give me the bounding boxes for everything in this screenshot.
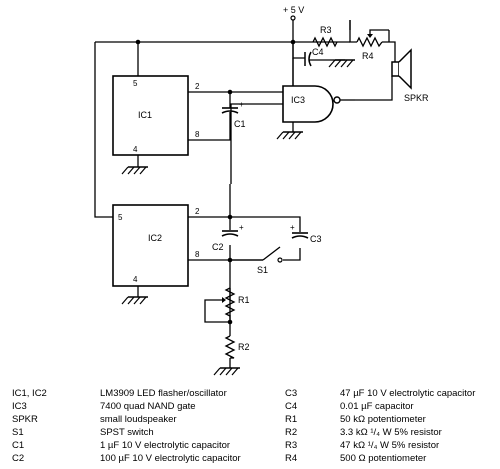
supply-node: + 5 V [283,5,304,21]
legend-ref: R1 [285,414,298,425]
legend-desc: 3.3 kΩ ¹/₄ W 5% resistor [340,427,442,438]
legend-desc: small loudspeaker [100,414,177,425]
r4-label: R4 [362,51,374,61]
legend-desc: 50 kΩ potentiometer [340,414,426,425]
legend-ref: S1 [12,427,24,438]
spkr-label: SPKR [404,93,429,103]
supply-label: + 5 V [283,5,304,15]
c3-label: C3 [310,234,322,244]
s1-switch: S1 [230,246,283,275]
ic1-pin-4: 4 [133,145,138,154]
c4-label: C4 [312,47,324,57]
legend-ref: C4 [285,401,298,412]
ic3-nand-gate: IC3 [282,85,355,123]
ground-icon [328,59,356,68]
r1-label: R1 [238,295,250,305]
r2-resistor: R2 [224,335,250,359]
junction-dots [135,39,296,325]
ground-icon [213,367,241,376]
ground-icon [276,131,304,140]
legend-ref: C2 [12,453,25,464]
ic2-pin-8: 8 [195,250,200,259]
r4-potentiometer: R4 [349,20,389,61]
legend-desc: 1 µF 10 V electrolytic capacitor [100,440,231,451]
legend-desc: 47 kΩ ¹/₄ W 5% resistor [340,440,440,451]
wires [94,20,396,368]
r1-potentiometer: R1 [222,287,250,317]
legend-ref: IC1, IC2 [12,388,47,399]
r2-label: R2 [238,342,250,352]
legend-desc: LM3909 LED flasher/oscillator [100,388,227,399]
ic2-pin-2: 2 [195,207,200,216]
s1-label: S1 [257,265,268,275]
legend-ref: IC3 [12,401,27,412]
legend-ref: R3 [285,440,298,451]
ic2-block: IC2 5 2 8 4 [112,204,200,287]
r3-label: R3 [320,25,332,35]
legend-desc: 100 µF 10 V electrolytic capacitor [100,453,241,464]
parts-list: IC1, IC2 LM3909 LED flasher/oscillator I… [0,388,500,469]
c1-plus: + [239,100,244,109]
ground-icon [121,166,149,175]
schematic-diagram: + 5 V [94,5,429,376]
legend-desc: 0.01 µF capacitor [340,401,414,412]
ic1-label: IC1 [138,110,152,120]
c1-capacitor: + C1 [221,100,246,130]
legend-desc: SPST switch [100,427,154,438]
ic1-pin-8: 8 [195,130,200,139]
legend-ref: R2 [285,427,298,438]
ic3-label: IC3 [291,95,305,105]
ground-icon [121,296,149,305]
ic2-pin-5: 5 [118,213,123,222]
ic1-block: IC1 5 2 8 4 [112,75,200,156]
c2-capacitor: + C2 [212,223,244,252]
ic1-pin-5: 5 [133,79,138,88]
ic2-pin-4: 4 [133,275,138,284]
c3-plus: + [290,223,295,232]
legend-desc: 7400 quad NAND gate [100,401,196,412]
legend-ref: SPKR [12,414,38,425]
c2-label: C2 [212,242,224,252]
legend-desc: 500 Ω potentiometer [340,453,427,464]
legend-desc: 47 µF 10 V electrolytic capacitor [340,388,476,399]
c2-plus: + [239,223,244,232]
r3-resistor: R3 [312,25,338,48]
c3-capacitor: + C3 [290,223,322,244]
c1-label: C1 [234,119,246,129]
legend-ref: R4 [285,453,298,464]
ic2-label: IC2 [148,233,162,243]
speaker-icon: SPKR [391,48,429,103]
c4-capacitor: C4 [304,47,330,67]
legend-ref: C1 [12,440,25,451]
ic1-pin-2: 2 [195,82,200,91]
legend-ref: C3 [285,388,298,399]
